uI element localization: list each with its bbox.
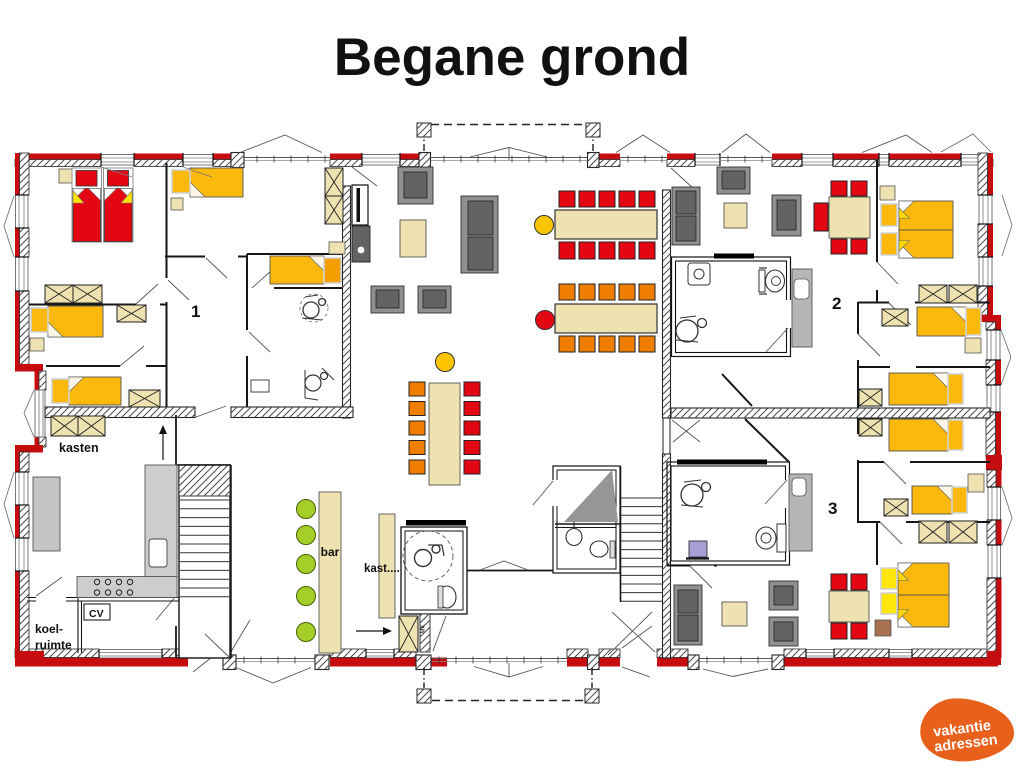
svg-text:adressen: adressen [933,732,998,756]
svg-text:vakantie: vakantie [932,718,992,741]
svg-text:ruimte: ruimte [35,638,72,652]
svg-text:3: 3 [828,499,837,518]
svg-text:CV: CV [89,608,104,620]
svg-text:kasten: kasten [59,441,99,455]
svg-text:1: 1 [191,302,200,321]
svg-text:koel-: koel- [35,622,63,636]
svg-text:2: 2 [832,294,841,313]
svg-text:MK: MK [421,625,427,634]
svg-text:Begane grond: Begane grond [334,28,690,87]
svg-text:kast....: kast.... [364,563,400,575]
svg-text:bar: bar [321,545,340,559]
